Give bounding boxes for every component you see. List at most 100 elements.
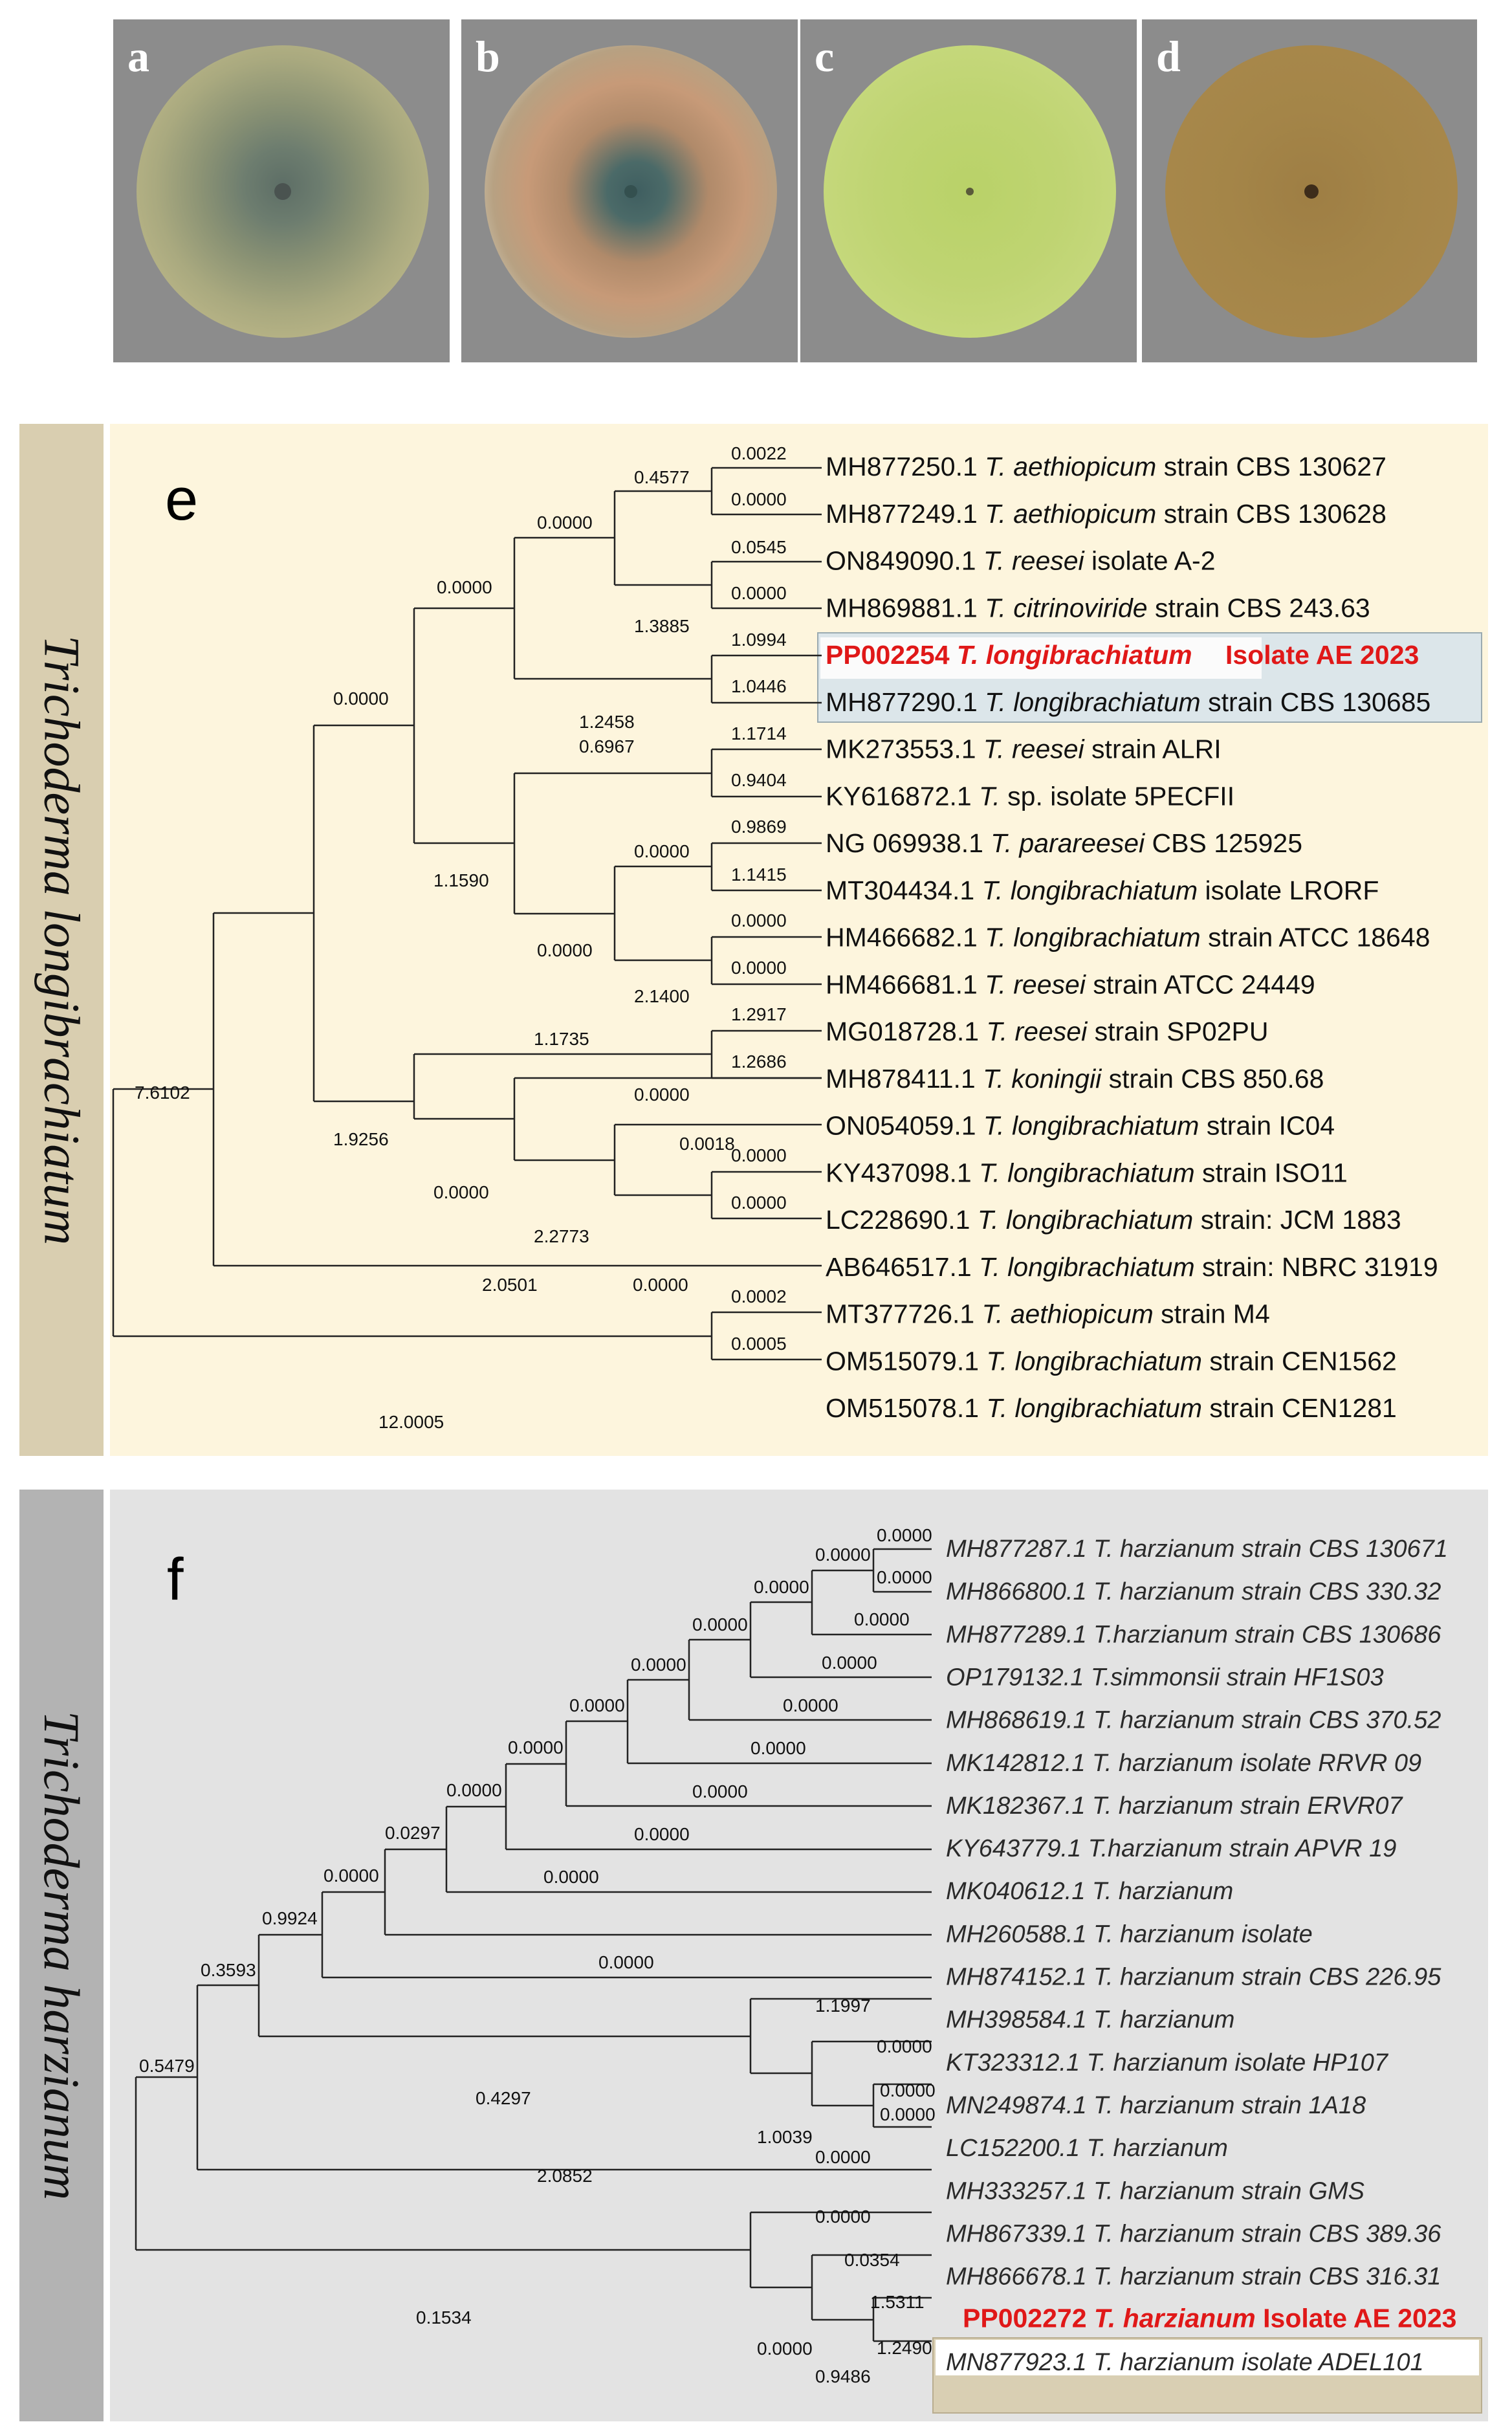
branch-label: 1.3885	[634, 616, 690, 636]
leaf-label: MH869881.1 T. citrinoviride strain CBS 2…	[826, 593, 1370, 622]
leaf-label: AB646517.1 T. longibrachiatum strain: NB…	[826, 1252, 1438, 1282]
leaf-label: LC152200.1 T. harzianum	[946, 2135, 1228, 2162]
branch-label: 1.9256	[333, 1129, 389, 1149]
branch-label: 0.0000	[877, 1525, 932, 1545]
leaf-label: HM466681.1 T. reesei strain ATCC 24449	[826, 969, 1315, 999]
branch-label: 0.0000	[446, 1780, 502, 1800]
branch-label: 1.0446	[731, 676, 787, 696]
branch-label: 0.4297	[476, 2088, 531, 2108]
branch-label: 0.0000	[537, 940, 593, 960]
leaf-label: MK273553.1 T. reesei strain ALRI	[826, 734, 1222, 764]
leaf-label: MH874152.1 T. harzianum strain CBS 226.9…	[946, 1964, 1441, 1991]
leaf-label: KY616872.1 T. sp. isolate 5PECFII	[826, 781, 1234, 811]
branch-label: 0.0000	[815, 2147, 871, 2167]
side-label-f: Trichoderma harzianum	[19, 1490, 104, 2421]
leaf-label: OM515079.1 T. longibrachiatum strain CEN…	[826, 1346, 1397, 1376]
branch-label: 7.6102	[135, 1083, 190, 1103]
leaf-label: PP002254 T. longibrachiatum Isolate AE 2…	[826, 640, 1419, 670]
branch-label: 1.2490	[877, 2338, 932, 2358]
branch-label: 0.9869	[731, 817, 787, 837]
branch-label: 2.2773	[534, 1226, 589, 1246]
branch-label: 1.0039	[757, 2127, 813, 2147]
branch-label: 0.0000	[854, 1609, 910, 1629]
branch-label: 1.1590	[433, 870, 489, 890]
branch-label: 2.0852	[537, 2166, 593, 2186]
leaf-label: MH866678.1 T. harzianum strain CBS 316.3…	[946, 2263, 1441, 2291]
branch-label: 0.0000	[634, 841, 690, 861]
leaf-label: LC228690.1 T. longibrachiatum strain: JC…	[826, 1205, 1401, 1235]
branch-label: 0.0000	[731, 489, 787, 509]
phylogenetic-tree-f: f	[110, 1490, 1488, 2421]
branch-label: 0.0000	[731, 958, 787, 978]
petri-dish-a	[137, 45, 429, 338]
branch-label: 0.6967	[579, 736, 635, 756]
leaf-label: OP179132.1 T.simmonsii strain HF1S03	[946, 1664, 1384, 1691]
leaf-label: MN877923.1 T. harzianum isolate ADEL101	[946, 2349, 1424, 2376]
branch-label: 0.0000	[731, 910, 787, 930]
branch-label: 0.0000	[877, 1567, 932, 1587]
leaf-label: MH868619.1 T. harzianum strain CBS 370.5…	[946, 1707, 1441, 1734]
side-label-e: Trichoderma longibrachiatum	[19, 424, 104, 1456]
leaf-label: KY437098.1 T. longibrachiatum strain ISO…	[826, 1158, 1348, 1187]
leaf-label: HM466682.1 T. longibrachiatum strain ATC…	[826, 923, 1430, 952]
branch-label: 0.0000	[543, 1867, 599, 1887]
leaf-label: MH877250.1 T. aethiopicum strain CBS 130…	[826, 452, 1386, 481]
branch-label: 2.0501	[482, 1275, 538, 1295]
branch-label: 0.0545	[731, 537, 787, 557]
petri-dish-d	[1165, 45, 1458, 338]
branch-label: 0.9924	[262, 1908, 318, 1928]
branch-labels-e: 0.0022 0.4577 0.0000 0.0000 0.0545 0.000…	[135, 443, 787, 1432]
branch-label: 1.5311	[870, 2292, 925, 2312]
leaf-label: MH333257.1 T. harzianum strain GMS	[946, 2177, 1364, 2205]
branch-label: 1.2917	[731, 1004, 787, 1024]
panel-label-a: a	[127, 32, 149, 81]
leaf-label: NG 069938.1 T. parareesei CBS 125925	[826, 828, 1302, 858]
branch-label: 0.0000	[731, 1193, 787, 1213]
tree-branches-f	[135, 1548, 932, 2342]
panel-label-b: b	[476, 32, 500, 81]
leaf-label: MT304434.1 T. longibrachiatum isolate LR…	[826, 875, 1379, 905]
branch-label: 1.0994	[731, 630, 787, 650]
branch-label: 0.9486	[815, 2366, 871, 2386]
branch-label: 0.5479	[139, 2056, 195, 2076]
leaf-label: KY643779.1 T.harzianum strain APVR 19	[946, 1835, 1396, 1862]
branch-label: 0.1534	[416, 2307, 472, 2328]
leaf-labels-e: MH877250.1 T. aethiopicum strain CBS 130…	[826, 452, 1438, 1423]
branch-label: 1.1415	[731, 864, 787, 885]
branch-label: 0.0000	[323, 1866, 379, 1886]
branch-label: 0.0000	[537, 512, 593, 533]
leaf-label: MH867339.1 T. harzianum strain CBS 389.3…	[946, 2220, 1441, 2247]
branch-label: 0.0000	[754, 1577, 809, 1597]
leaf-label: MH866800.1 T. harzianum strain CBS 330.3…	[946, 1578, 1441, 1605]
branch-label: 0.0000	[815, 1545, 871, 1565]
branch-label: 0.0000	[880, 2104, 936, 2124]
branch-labels-f: 0.0000 0.0000 0.0000 0.0000 0.0000 0.000…	[139, 1525, 936, 2386]
branch-label: 0.3593	[201, 1960, 256, 1980]
leaf-label: MK040612.1 T. harzianum	[946, 1878, 1233, 1905]
branch-label: 1.1735	[534, 1029, 589, 1049]
petri-dish-b	[485, 45, 777, 338]
leaf-label: MK182367.1 T. harzianum strain ERVR07	[946, 1792, 1403, 1820]
plate-photo-d: d	[1142, 19, 1477, 362]
branch-label: 0.0000	[751, 1738, 806, 1758]
branch-label: 0.0005	[731, 1334, 787, 1354]
branch-label: 0.0000	[508, 1737, 564, 1757]
plate-photo-b: b	[461, 19, 798, 362]
branch-label: 0.0000	[569, 1695, 625, 1715]
leaf-label: MN249874.1 T. harzianum strain 1A18	[946, 2092, 1366, 2119]
branch-label: 12.0005	[378, 1412, 444, 1432]
branch-label: 0.0000	[633, 1275, 688, 1295]
leaf-label: PP002272 T. harzianum Isolate AE 2023	[963, 2304, 1456, 2333]
branch-label: 0.0000	[598, 1952, 654, 1972]
tree-branches-e	[112, 467, 822, 1361]
branch-label: 1.1997	[815, 1996, 871, 2016]
phylogenetic-tree-e: e	[110, 424, 1488, 1456]
branch-label: 0.0000	[731, 583, 787, 603]
branch-label: 1.1714	[731, 723, 787, 743]
branch-label: 0.0000	[822, 1653, 877, 1673]
leaf-label: OM515078.1 T. longibrachiatum strain CEN…	[826, 1393, 1397, 1423]
branch-label: 1.2686	[731, 1051, 787, 1072]
branch-label: 0.0000	[433, 1182, 489, 1202]
leaf-labels-f: MH877287.1 T. harzianum strain CBS 13067…	[946, 1536, 1456, 2376]
leaf-label: MT377726.1 T. aethiopicum strain M4	[826, 1299, 1270, 1329]
